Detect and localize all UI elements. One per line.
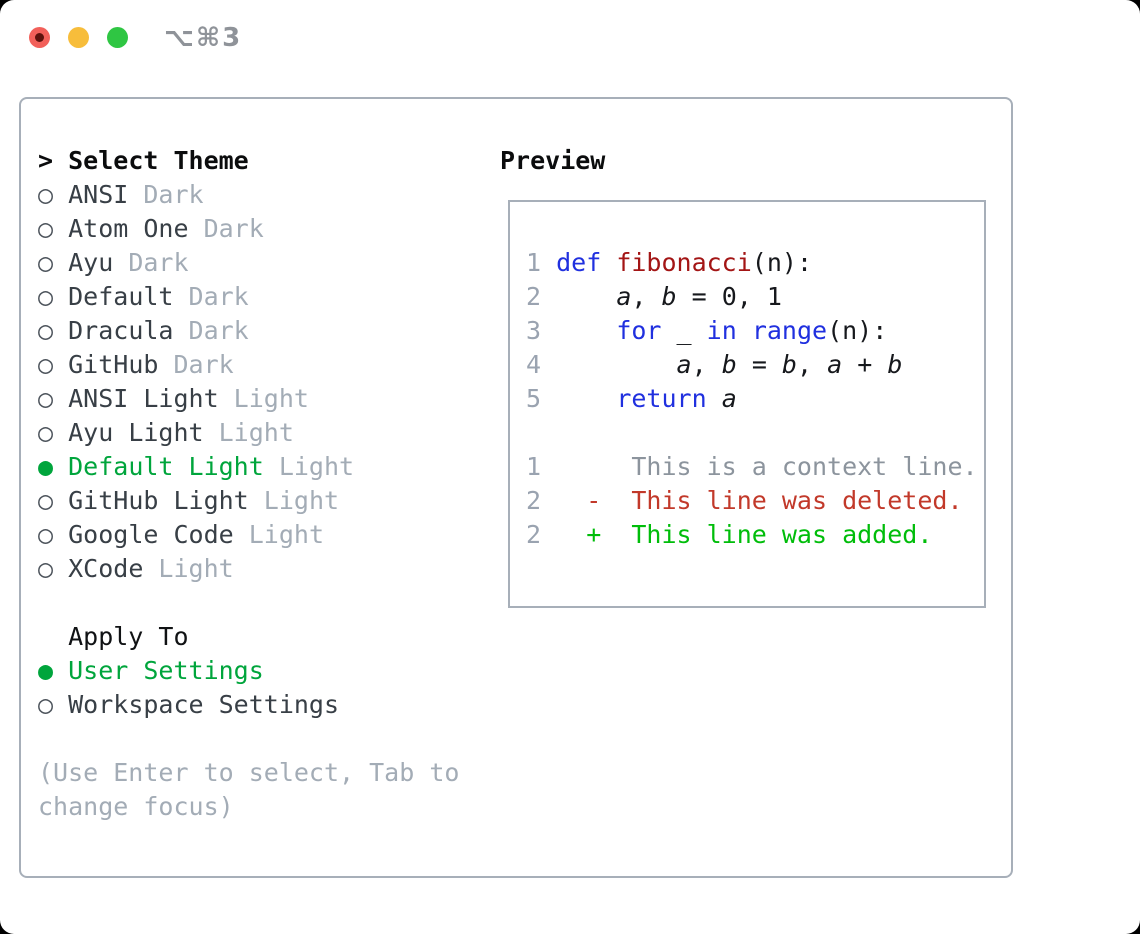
theme-option-label: Google Code [68,520,234,549]
theme-variant-tag: Light [248,486,340,515]
theme-variant-tag: Light [218,384,309,413]
theme-variant-tag: Light [203,418,294,447]
blank-line [526,416,984,450]
apply-to-header: Apply To [38,620,459,654]
theme-option-google-code[interactable]: ○ Google Code Light [38,518,459,552]
radio-icon: ○ [38,180,69,209]
theme-option-ansi-light[interactable]: ○ ANSI Light Light [38,382,459,416]
line-number: 2 [526,486,557,515]
theme-option-github[interactable]: ○ GitHub Dark [38,348,459,382]
theme-variant-tag: Light [263,452,355,481]
line-number: 1 [526,248,557,277]
apply-option-label: User Settings [68,656,264,685]
theme-selector: > Select Theme○ ANSI Dark○ Atom One Dark… [38,144,459,824]
theme-option-label: Ayu [68,248,114,277]
theme-option-ansi[interactable]: ○ ANSI Dark [38,178,459,212]
theme-option-ayu[interactable]: ○ Ayu Dark [38,246,459,280]
line-number: 5 [526,384,557,413]
code-line: 4 a, b = b, a + b [526,350,903,379]
selection-cursor: > [38,146,69,175]
theme-option-label: GitHub Light [68,486,249,515]
theme-option-label: Ayu Light [68,418,204,447]
radio-icon: ○ [38,418,69,447]
theme-variant-tag: Dark [128,180,204,209]
apply-option-label: Workspace Settings [68,690,340,719]
radio-icon: ○ [38,214,69,243]
line-number: 2 [526,520,557,549]
radio-icon: ○ [38,690,69,719]
apply-to-title: Apply To [38,622,189,651]
apply-option-workspace-settings[interactable]: ○ Workspace Settings [38,688,459,722]
theme-variant-tag: Dark [173,316,249,345]
theme-variant-tag: Dark [113,248,189,277]
line-number: 4 [526,350,557,379]
line-number: 3 [526,316,557,345]
theme-option-dracula[interactable]: ○ Dracula Dark [38,314,459,348]
radio-icon: ○ [38,282,69,311]
theme-variant-tag: Dark [188,214,264,243]
theme-option-ayu-light[interactable]: ○ Ayu Light Light [38,416,459,450]
diff-added-line: 2 + This line was added. [526,520,933,549]
theme-option-label: ANSI Light [68,384,219,413]
diff-context-line: 1 This is a context line. [526,452,978,481]
radio-icon: ○ [38,350,69,379]
theme-variant-tag: Light [233,520,324,549]
theme-option-label: XCode [68,554,144,583]
theme-option-label: GitHub [68,350,159,379]
radio-icon: ○ [38,486,69,515]
radio-icon: ○ [38,384,69,413]
code-line: 1 def fibonacci(n): [526,248,813,277]
radio-selected-icon: ● [38,452,69,481]
hint-line-2: change focus) [38,792,234,821]
theme-variant-tag: Light [143,554,234,583]
preview-box: 1 def fibonacci(n): 2 a, b = 0, 1 3 for _ … [508,200,986,608]
line-number: 2 [526,282,557,311]
radio-icon: ○ [38,554,69,583]
close-button[interactable] [29,27,50,48]
select-theme-header: > Select Theme [38,144,459,178]
code-line: 3 for _ in range(n): [526,316,888,345]
radio-selected-icon: ● [38,656,69,685]
apply-option-user-settings[interactable]: ● User Settings [38,654,459,688]
theme-option-default-light[interactable]: ● Default Light Light [38,450,459,484]
spacer-row [38,722,459,756]
titlebar: ⌥⌘3 [0,0,1140,76]
main-panel: > Select Theme○ ANSI Dark○ Atom One Dark… [19,97,1013,878]
diff-deleted-line: 2 - This line was deleted. [526,486,963,515]
code-preview: 1 def fibonacci(n): 2 a, b = 0, 1 3 for _ … [510,202,984,552]
theme-option-atom-one[interactable]: ○ Atom One Dark [38,212,459,246]
window-shortcut-label: ⌥⌘3 [164,23,243,53]
hint-line-1: (Use Enter to select, Tab to [38,758,460,787]
spacer-row [38,586,459,620]
maximize-button[interactable] [107,27,128,48]
theme-option-label: Dracula [68,316,174,345]
theme-option-xcode[interactable]: ○ XCode Light [38,552,459,586]
code-line: 2 a, b = 0, 1 [526,282,782,311]
theme-option-default[interactable]: ○ Default Dark [38,280,459,314]
radio-icon: ○ [38,248,69,277]
theme-variant-tag: Dark [173,282,249,311]
minimize-button[interactable] [68,27,89,48]
theme-variant-tag: Dark [158,350,234,379]
theme-option-label: Default Light [68,452,264,481]
theme-option-label: Default [68,282,174,311]
line-number [526,418,556,447]
radio-icon: ○ [38,316,69,345]
radio-icon: ○ [38,520,69,549]
theme-option-github-light[interactable]: ○ GitHub Light Light [38,484,459,518]
theme-option-label: Atom One [68,214,189,243]
preview-heading: Preview [500,146,606,175]
code-line: 5 return a [526,384,737,413]
select-theme-title: Select Theme [68,146,249,175]
theme-option-label: ANSI [68,180,129,209]
line-number: 1 [526,452,557,481]
